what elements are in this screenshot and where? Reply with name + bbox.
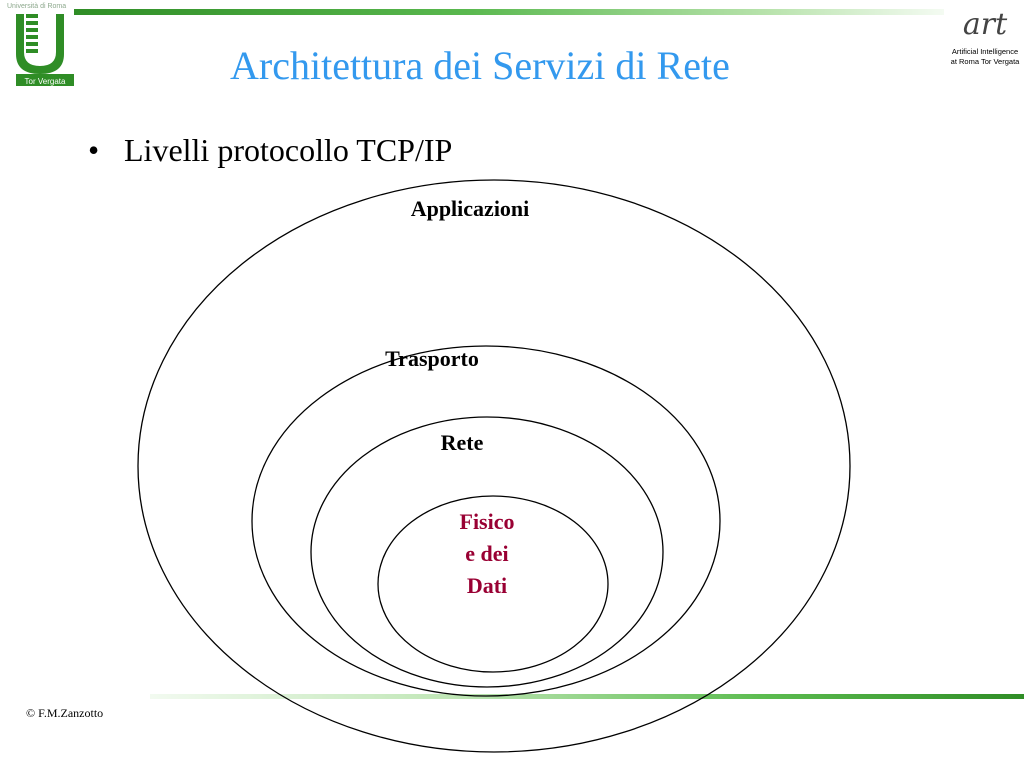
footer-copyright: © F.M.Zanzotto — [26, 706, 104, 720]
layer-label-rete: Rete — [440, 430, 484, 455]
layer-ring-fisico — [377, 495, 609, 673]
university-logo: Università di Roma Tor Vergata — [7, 3, 74, 86]
fisico-line-1: Fisico — [459, 509, 515, 534]
art-line2: at Roma Tor Vergata — [951, 57, 1020, 66]
layer-label-applicazioni: Applicazioni — [410, 196, 530, 221]
slide-title: Architettura dei Servizi di Rete — [230, 43, 730, 88]
art-mark: art — [963, 7, 1008, 42]
layer-ring-applicazioni — [137, 179, 851, 753]
u-shape — [16, 14, 64, 74]
art-line1: Artificial Intelligence — [952, 47, 1018, 56]
logo-university-text: Università di Roma — [7, 3, 66, 10]
fisico-line-3: Dati — [466, 573, 508, 598]
art-logo: art Artificial Intelligence at Roma Tor … — [951, 7, 1020, 66]
fisico-line-2: e dei — [465, 541, 509, 566]
top-green-rule — [74, 9, 944, 15]
bullet-marker: • — [88, 132, 100, 168]
logo-tor-vergata-text: Tor Vergata — [25, 77, 66, 86]
layer-label-trasporto: Trasporto — [385, 346, 479, 371]
bullet-text: Livelli protocollo TCP/IP — [124, 132, 453, 168]
layer-ring-rete — [310, 416, 664, 688]
layer-ring-trasporto — [251, 345, 721, 697]
layer-label-fisico: Fisico e dei Dati — [420, 506, 554, 602]
bottom-green-rule — [150, 694, 1024, 699]
